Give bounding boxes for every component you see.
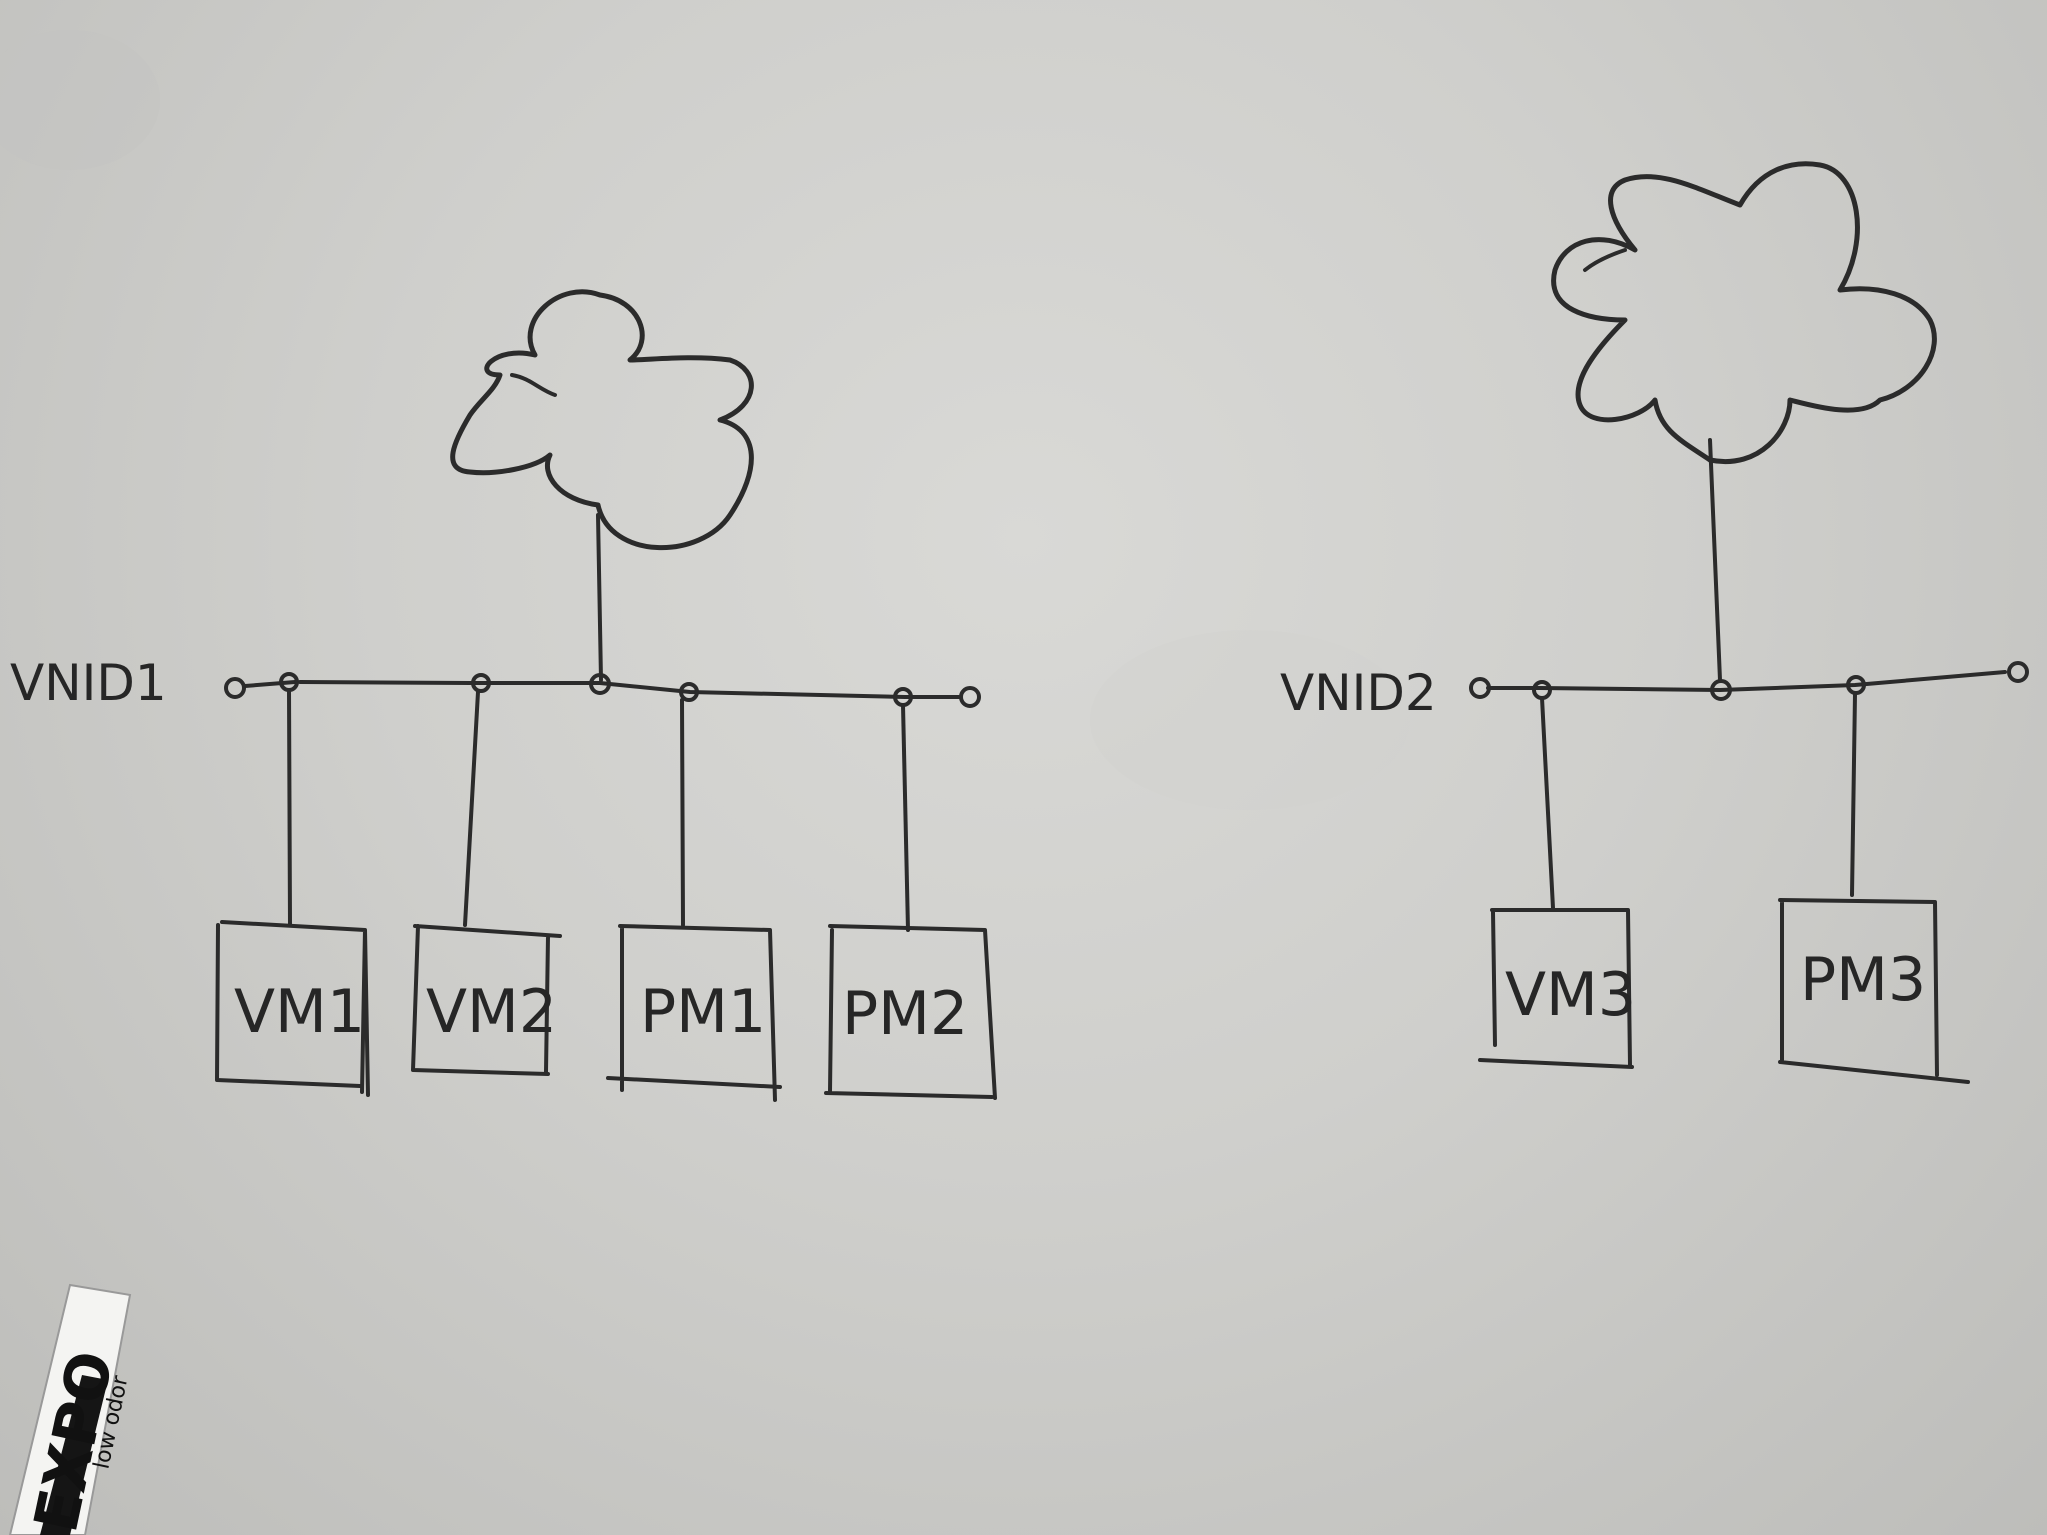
node-label: VM2: [426, 977, 557, 1047]
vnid1-label: VNID1: [10, 654, 167, 712]
node-link: [901, 703, 910, 932]
vnid2-label: VNID2: [1280, 664, 1437, 722]
bus-port: [2007, 661, 2029, 683]
bus-port: [959, 686, 981, 708]
bus-port: [471, 673, 491, 693]
node-box: VM1: [215, 920, 370, 1097]
node-box: VM2: [411, 924, 562, 1076]
node-link: [680, 698, 685, 927]
node-box: VM3: [1478, 908, 1636, 1069]
cloud-icon: [450, 289, 754, 551]
network-vnid2: VNID2 VM3 PM3: [1280, 161, 2029, 1084]
network-vnid1: VNID1 VM1 VM2 PM1: [10, 289, 997, 1102]
node-box: PM1: [606, 924, 782, 1102]
bus-port: [224, 677, 246, 699]
node-label: VM1: [234, 977, 365, 1047]
bus-port: [679, 682, 699, 702]
vnid1-bus: [298, 680, 962, 699]
bus-port: [1469, 677, 1491, 699]
node-link: [287, 688, 292, 927]
bus-port: [1710, 679, 1732, 701]
node-label: PM1: [640, 977, 766, 1047]
node-link: [1540, 696, 1555, 910]
node-label: VM3: [1505, 960, 1636, 1030]
vnid1-bus: [243, 680, 297, 688]
node-box: PM3: [1778, 898, 1970, 1084]
node-label: PM3: [1800, 945, 1926, 1015]
marker-icon: EXPO low odor: [8, 1283, 134, 1535]
cloud-link: [596, 513, 603, 682]
node-link: [463, 690, 480, 927]
bus-port: [589, 673, 611, 695]
node-link: [1850, 692, 1857, 897]
cloud-icon: [1551, 161, 1937, 464]
cloud-link: [1708, 438, 1722, 682]
vnid2-bus: [1486, 670, 2007, 692]
node-label: PM2: [842, 979, 968, 1049]
node-box: PM2: [824, 924, 997, 1100]
